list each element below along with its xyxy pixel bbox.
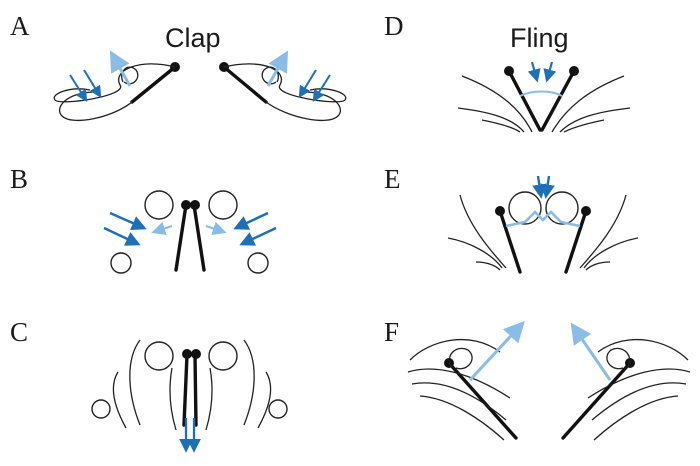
lift-arrow	[570, 322, 612, 381]
clap-title: Clap	[165, 23, 221, 53]
lift-arrow	[468, 320, 525, 382]
vortex-spiral	[448, 347, 473, 370]
wing-wake-curve	[53, 63, 176, 103]
vortex-ring	[144, 190, 174, 220]
flow-arrow	[109, 211, 147, 231]
lift-arrow	[266, 50, 289, 87]
vortex-ring	[91, 399, 111, 419]
flow-arrow	[543, 61, 557, 83]
vortex-ring	[144, 341, 174, 371]
wing	[193, 353, 198, 427]
flow-arrow	[505, 210, 581, 228]
fling-title: Fling	[510, 23, 569, 53]
wing	[130, 65, 177, 104]
vortex-ring	[110, 252, 132, 274]
panel-e: E	[384, 164, 639, 274]
flow-arrow	[205, 221, 227, 236]
vortex-spiral	[606, 347, 631, 370]
streamline	[205, 367, 213, 431]
flow-arrow	[527, 61, 541, 83]
panel-letter-d: D	[384, 11, 404, 41]
streamline	[257, 371, 272, 429]
streamline	[583, 237, 639, 269]
streamline	[597, 338, 689, 361]
streamline	[475, 261, 501, 271]
streamline	[243, 339, 255, 426]
streamline	[411, 382, 507, 421]
panel-letter-f: F	[384, 317, 399, 347]
wing-pivot	[444, 358, 454, 368]
streamline	[587, 368, 691, 399]
streamline	[409, 338, 501, 361]
wing-wake-curve	[59, 91, 133, 122]
wing	[564, 209, 588, 274]
streamline	[585, 261, 611, 271]
streamline	[419, 395, 505, 441]
streamline	[559, 107, 631, 133]
wing	[498, 209, 522, 274]
streamline	[112, 371, 127, 429]
streamline	[593, 395, 679, 441]
wing	[507, 69, 542, 132]
wing-pivot	[625, 358, 635, 368]
flow-arrow	[519, 90, 563, 97]
wing	[447, 361, 518, 440]
wing	[192, 203, 206, 272]
wing-pivot	[182, 349, 192, 359]
flow-arrow	[103, 226, 141, 246]
flow-arrow	[239, 226, 277, 246]
wing	[182, 353, 189, 427]
panel-letter-c: C	[10, 317, 28, 347]
flow-arrow	[151, 221, 173, 236]
panel-b: B	[10, 164, 277, 274]
wing-wake-curve	[223, 63, 347, 103]
lift-arrow	[109, 50, 132, 87]
flow-arrow	[532, 175, 547, 199]
streamline	[447, 237, 503, 269]
panel-letter-a: A	[10, 11, 30, 41]
wing	[561, 361, 632, 440]
panel-f: F	[384, 317, 691, 441]
wing-pivot	[504, 66, 514, 76]
wing-wake-curve	[265, 91, 341, 122]
wing-pivot	[191, 349, 201, 359]
panel-d: D	[384, 11, 631, 133]
flow-arrow	[298, 69, 317, 99]
streamline	[457, 107, 525, 133]
streamline	[169, 367, 177, 431]
wing	[540, 69, 576, 132]
vortex-ring	[247, 252, 269, 274]
wing	[174, 203, 188, 272]
vortex-ring	[545, 191, 579, 225]
flow-arrow	[312, 74, 331, 103]
vortex-ring	[508, 191, 542, 225]
vortex-ring	[208, 190, 238, 220]
wing-pivot	[569, 66, 579, 76]
vortex-ring	[208, 341, 238, 371]
streamline	[591, 382, 687, 421]
streamline	[461, 75, 533, 133]
streamline	[563, 119, 605, 133]
vortex-ring	[268, 399, 288, 419]
streamline	[481, 119, 521, 133]
flow-arrow	[233, 211, 269, 230]
panel-a: A	[10, 11, 347, 122]
wing-pivot	[190, 200, 200, 210]
streamline	[579, 194, 627, 269]
flow-arrow	[69, 74, 88, 103]
streamline	[129, 339, 141, 426]
wing	[222, 65, 268, 104]
wing-pivot	[181, 200, 191, 210]
wing-pivot	[581, 206, 591, 216]
wing-pivot	[495, 206, 505, 216]
flow-arrow	[540, 175, 555, 199]
streamline	[459, 194, 507, 269]
flow-arrow	[83, 69, 102, 99]
streamline	[551, 75, 625, 133]
panel-letter-e: E	[384, 164, 401, 194]
panel-c: C	[10, 317, 288, 453]
streamline	[407, 368, 511, 399]
panel-letter-b: B	[10, 164, 28, 194]
